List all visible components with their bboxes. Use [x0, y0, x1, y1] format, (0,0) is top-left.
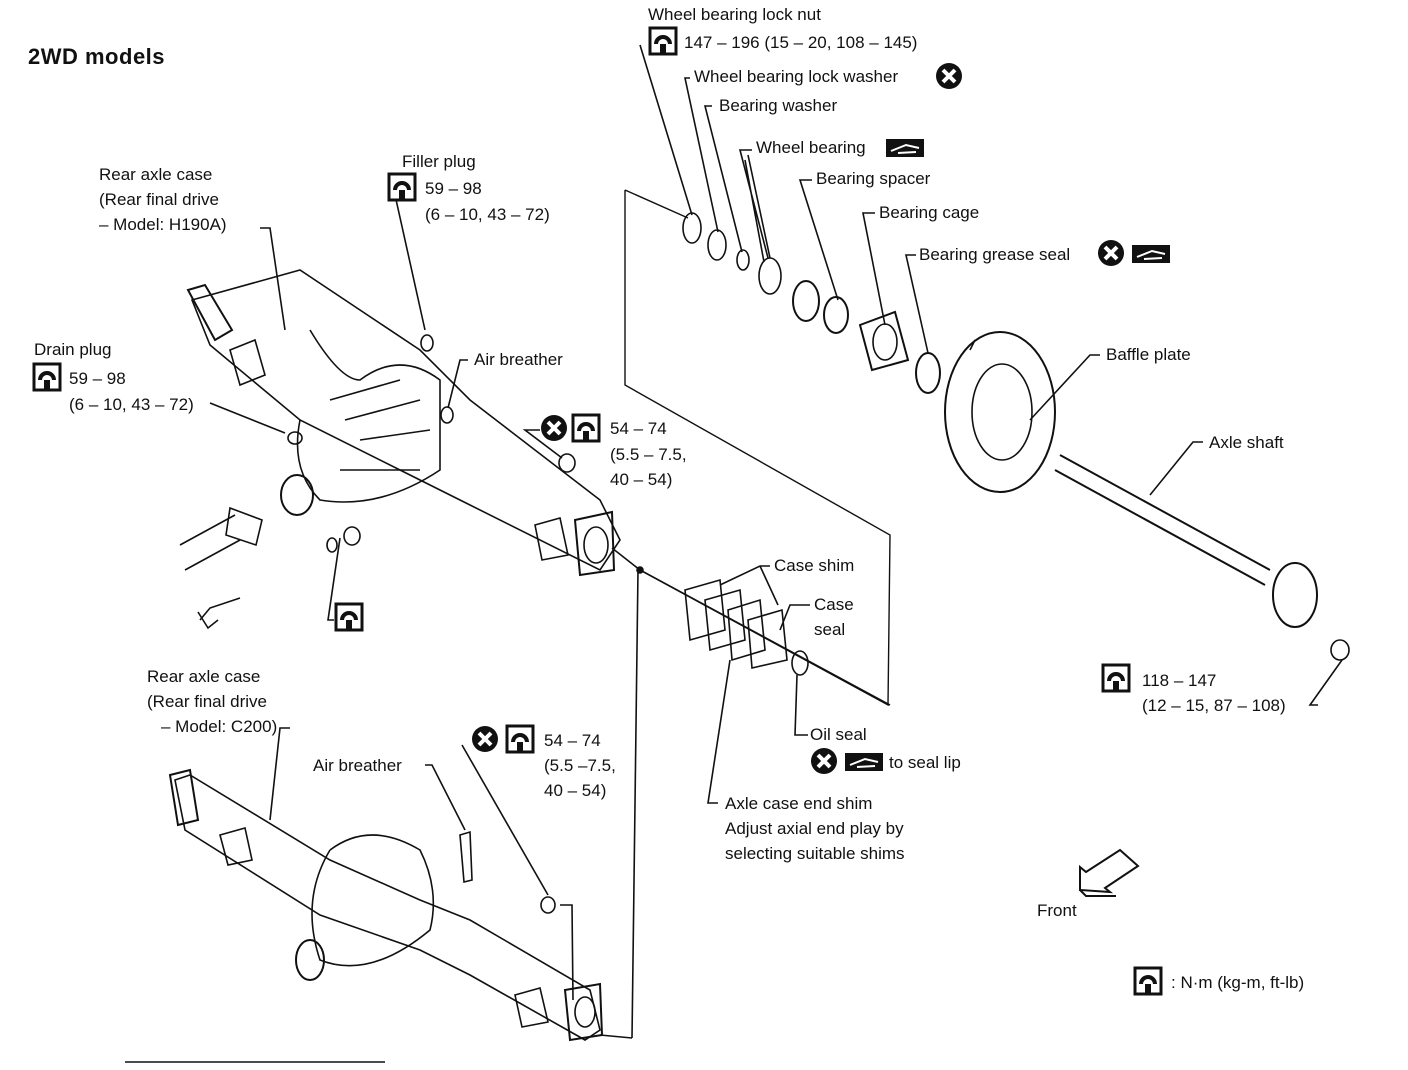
label-lock-nut-torque: 147 – 196 (15 – 20, 108 – 145)	[684, 33, 918, 52]
label-bearing-washer: Bearing washer	[719, 96, 838, 115]
label-nut-top-1: 54 – 74	[610, 419, 667, 438]
label-nut-bot-2: (5.5 –7.5,	[544, 756, 616, 775]
do-not-reuse-icon	[809, 746, 839, 776]
label-filler-plug: Filler plug	[402, 152, 476, 171]
label-case-shim: Case shim	[774, 556, 855, 575]
label-nut-top-3: 40 – 54)	[610, 470, 673, 489]
torque-wrench-icon	[505, 724, 535, 754]
label-nut-bot-1: 54 – 74	[544, 731, 601, 750]
do-not-reuse-icon	[539, 413, 569, 443]
label-drain-torque-2: (6 – 10, 43 – 72)	[69, 395, 194, 414]
label-filler-torque-2: (6 – 10, 43 – 72)	[425, 205, 550, 224]
label-air-breather-top: Air breather	[474, 350, 563, 369]
label-case-seal-2: seal	[814, 620, 846, 639]
label-case-h190-3: – Model: H190A)	[99, 215, 227, 234]
do-not-reuse-icon	[1096, 238, 1126, 268]
torque-wrench-icon	[334, 602, 364, 632]
do-not-reuse-icon	[470, 724, 500, 754]
grease-icon	[1131, 244, 1171, 264]
label-bearing-cage: Bearing cage	[879, 203, 980, 222]
label-front: Front	[1037, 901, 1077, 920]
grease-icon	[885, 138, 925, 158]
label-case-c200-1: Rear axle case	[147, 667, 261, 686]
label-lock-nut: Wheel bearing lock nut	[648, 5, 821, 24]
torque-wrench-icon	[648, 26, 678, 56]
label-bearing-spacer: Bearing spacer	[816, 169, 931, 188]
page-title: 2WD models	[28, 44, 166, 69]
label-shaft-torque-1: 118 – 147	[1142, 671, 1217, 690]
front-arrow-icon	[1079, 848, 1140, 897]
label-end-shim-3: selecting suitable shims	[725, 844, 905, 863]
label-lock-washer: Wheel bearing lock washer	[694, 67, 899, 86]
legend-text: : N·m (kg-m, ft-lb)	[1171, 973, 1305, 992]
label-oil-seal: Oil seal	[810, 725, 867, 744]
label-wheel-bearing: Wheel bearing	[756, 138, 866, 157]
label-case-c200-3: – Model: C200)	[161, 717, 278, 736]
torque-wrench-icon	[1133, 966, 1163, 996]
torque-wrench-icon	[387, 172, 417, 202]
label-nut-top-2: (5.5 – 7.5,	[610, 445, 687, 464]
label-end-shim-2: Adjust axial end play by	[725, 819, 904, 838]
label-drain-plug: Drain plug	[34, 340, 112, 359]
label-case-h190-2: (Rear final drive	[99, 190, 219, 209]
label-end-shim-1: Axle case end shim	[725, 794, 873, 813]
do-not-reuse-icon	[934, 61, 964, 91]
axle-case-c200	[168, 768, 604, 1042]
label-drain-torque-1: 59 – 98	[69, 369, 126, 388]
label-air-breather-bottom: Air breather	[313, 756, 402, 775]
label-baffle-plate: Baffle plate	[1106, 345, 1191, 364]
label-nut-bot-3: 40 – 54)	[544, 781, 607, 800]
axle-case-h190a	[179, 269, 621, 577]
label-filler-torque-1: 59 – 98	[425, 179, 482, 198]
label-case-c200-2: (Rear final drive	[147, 692, 267, 711]
grease-icon	[844, 752, 884, 772]
label-shaft-torque-2: (12 – 15, 87 – 108)	[1142, 696, 1286, 715]
torque-wrench-icon	[32, 362, 62, 392]
label-case-h190-1: Rear axle case	[99, 165, 213, 184]
label-oil-seal-note: to seal lip	[889, 753, 961, 772]
label-axle-shaft: Axle shaft	[1209, 433, 1284, 452]
label-case-seal-1: Case	[814, 595, 854, 614]
label-grease-seal: Bearing grease seal	[919, 245, 1071, 264]
torque-wrench-icon	[571, 413, 601, 443]
torque-wrench-icon	[1101, 663, 1131, 693]
